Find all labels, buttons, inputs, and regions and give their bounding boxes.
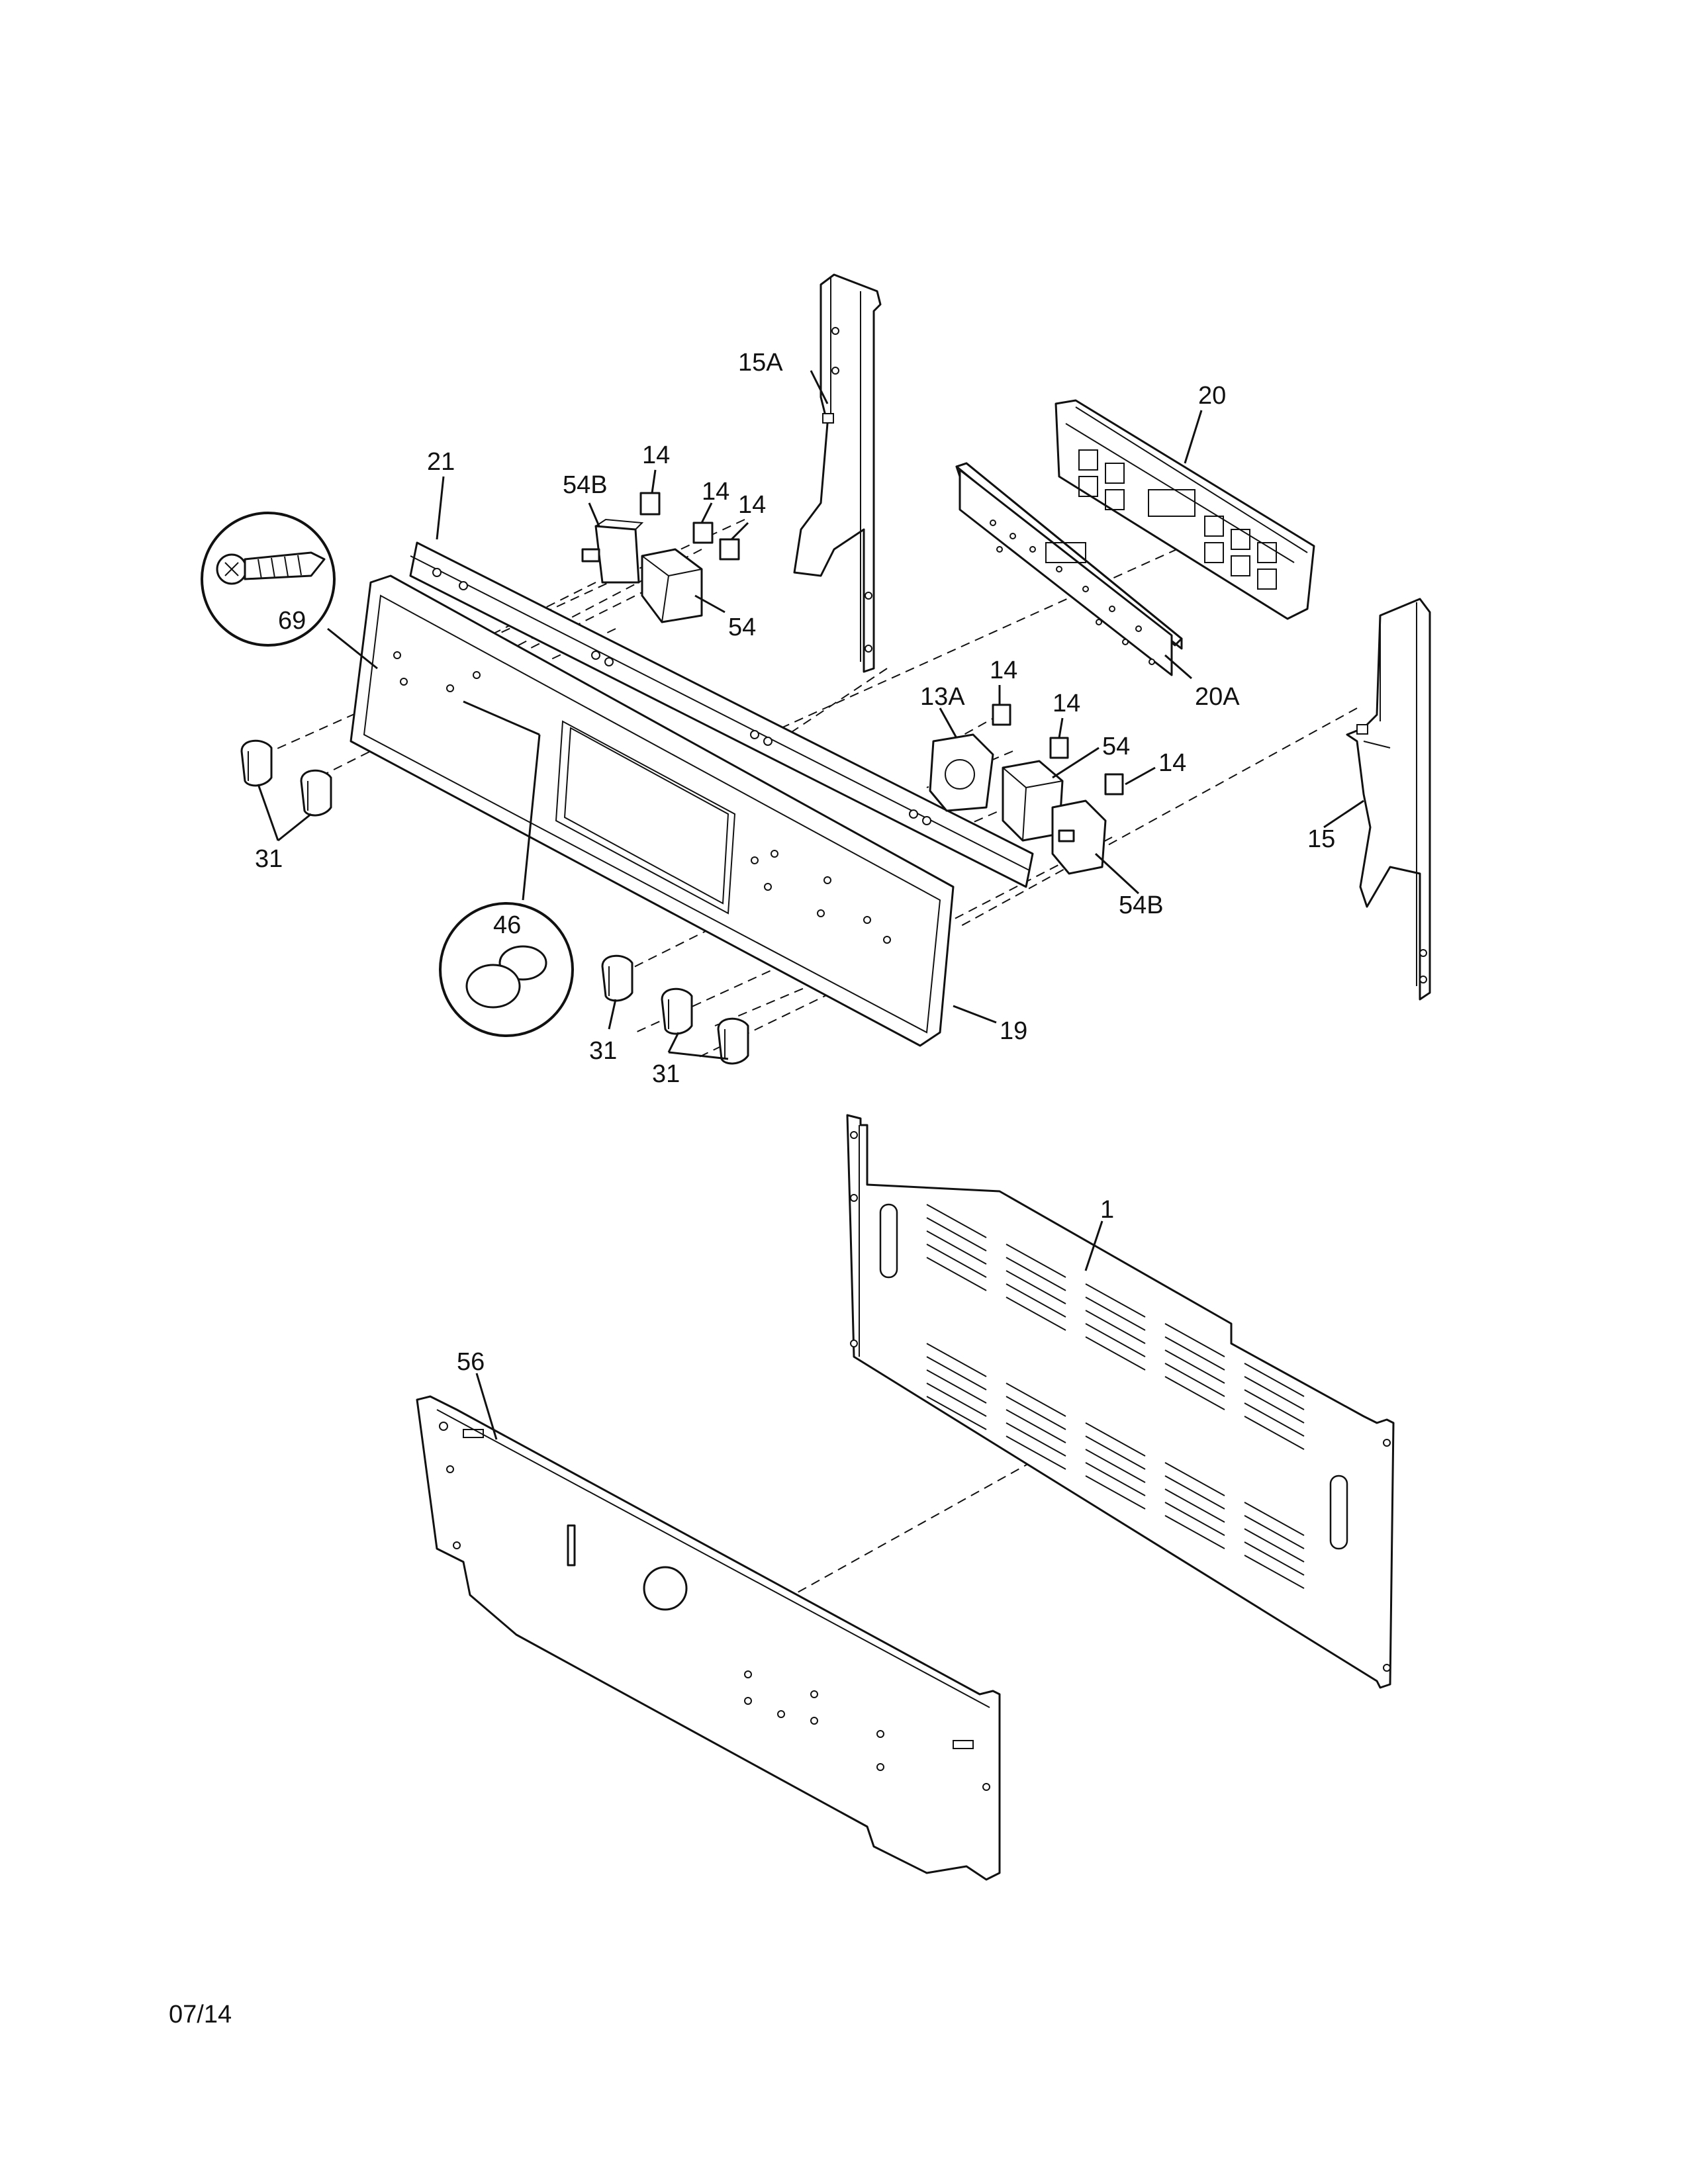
switch-54B-right bbox=[1051, 799, 1107, 875]
detail-circle-46 bbox=[439, 902, 574, 1037]
callout-13A: 13A bbox=[920, 683, 965, 711]
leader-lines bbox=[257, 370, 1364, 1440]
switch-54B-top bbox=[581, 518, 644, 584]
callout-14: 14 bbox=[702, 478, 729, 506]
clock-switch-13A bbox=[929, 733, 994, 812]
rear-panel-slots bbox=[879, 1203, 1348, 1550]
terminal-14-right-2 bbox=[1049, 737, 1069, 759]
switch-54-top bbox=[641, 548, 703, 623]
callout-14: 14 bbox=[1053, 690, 1080, 717]
terminal-14-top-1 bbox=[639, 492, 661, 516]
control-panel-19 bbox=[350, 574, 955, 1047]
callout-54: 54 bbox=[728, 614, 756, 641]
overlay-20A bbox=[955, 462, 1183, 676]
callout-46: 46 bbox=[493, 911, 521, 939]
back-panel-56 bbox=[416, 1395, 1001, 1881]
terminal-14-right-1 bbox=[992, 704, 1011, 726]
callout-15: 15 bbox=[1307, 825, 1335, 853]
callout-54B: 54B bbox=[563, 471, 608, 499]
detail-circle-69 bbox=[201, 512, 336, 647]
date-code: 07/14 bbox=[169, 2001, 232, 2028]
side-bracket-15 bbox=[1346, 598, 1431, 1001]
knob-31-left-1 bbox=[240, 739, 273, 787]
callout-14: 14 bbox=[990, 657, 1017, 684]
callout-15A: 15A bbox=[738, 349, 783, 377]
callout-56: 56 bbox=[457, 1348, 485, 1376]
back-panel-access-hole bbox=[643, 1566, 688, 1611]
callout-54B: 54B bbox=[1119, 891, 1164, 919]
terminal-14-top-2 bbox=[692, 522, 714, 544]
callout-31: 31 bbox=[255, 845, 283, 873]
callout-54: 54 bbox=[1102, 733, 1130, 760]
switch-54-right bbox=[1002, 760, 1064, 842]
callout-19: 19 bbox=[1000, 1017, 1027, 1045]
display-window bbox=[555, 720, 736, 915]
callout-31: 31 bbox=[652, 1060, 680, 1088]
control-board-relays bbox=[1078, 449, 1277, 590]
knob-31-bottom-1 bbox=[601, 954, 633, 1002]
callout-14: 14 bbox=[738, 491, 766, 519]
callout-20: 20 bbox=[1198, 382, 1226, 410]
knob-31-left-2 bbox=[300, 769, 332, 817]
knob-31-bottom-3 bbox=[717, 1017, 749, 1065]
rear-panel-1 bbox=[846, 1114, 1395, 1689]
terminal-14-top-3 bbox=[719, 538, 740, 561]
callout-20A: 20A bbox=[1195, 683, 1240, 711]
callout-31: 31 bbox=[589, 1037, 617, 1065]
callout-14: 14 bbox=[642, 441, 670, 469]
callout-69: 69 bbox=[278, 607, 306, 635]
overlay-keypad-marks bbox=[990, 520, 1155, 665]
rear-panel-louvers bbox=[926, 1204, 1305, 1589]
side-bracket-15A bbox=[793, 273, 882, 673]
panel-trim-21 bbox=[409, 541, 1034, 888]
callout-1: 1 bbox=[1100, 1196, 1114, 1224]
callout-14: 14 bbox=[1158, 749, 1186, 777]
knob-31-bottom-2 bbox=[661, 987, 693, 1035]
screw-icon bbox=[216, 551, 326, 585]
terminal-14-right-3 bbox=[1104, 773, 1124, 796]
callout-21: 21 bbox=[427, 448, 455, 476]
control-board-20 bbox=[1055, 399, 1315, 620]
plug-button-icon bbox=[465, 945, 547, 1009]
callout-labels: 1 13A 14 14 14 14 14 14 15 15A 19 20 20A… bbox=[255, 349, 1335, 1376]
